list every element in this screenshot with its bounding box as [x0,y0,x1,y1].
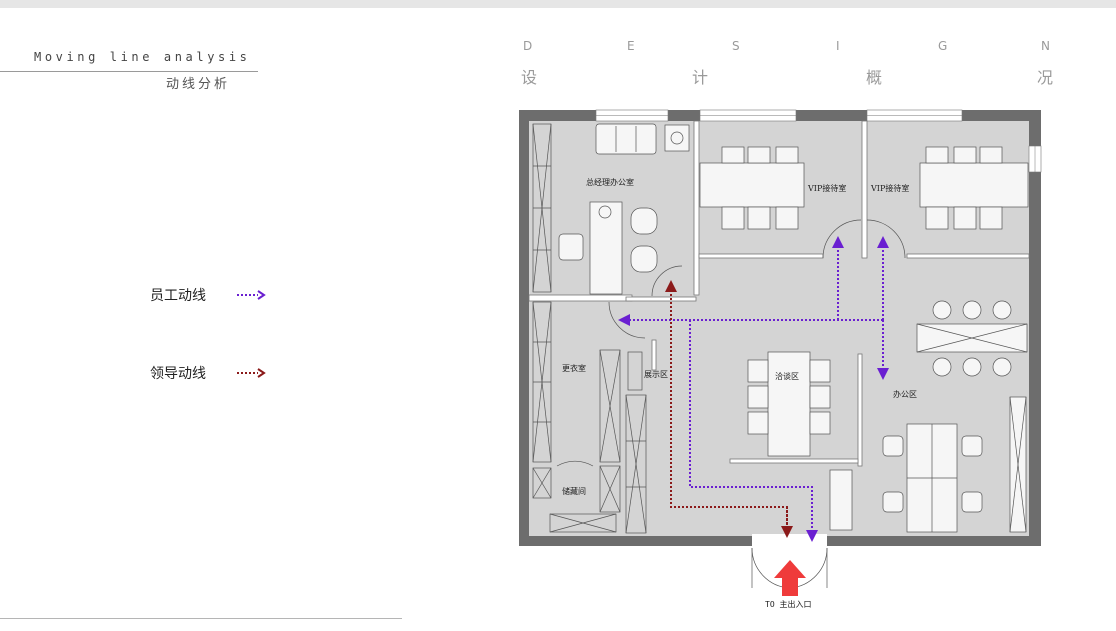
design-char-2: 计 [692,68,709,87]
label-vip-left: VIP接待室 [807,183,846,193]
design-letter-i: I [836,39,840,53]
staff-arrow-icon [237,290,266,300]
title-english: Moving line analysis [34,50,251,64]
label-meeting: 洽谈区 [775,371,799,381]
bottom-divider [0,618,402,619]
design-letter-n: N [1041,39,1050,53]
gm-office-furniture [558,123,690,295]
interior-walls [528,120,1030,467]
left-cabinets [532,123,647,534]
design-char-4: 况 [1037,68,1054,87]
design-letter-e: E [627,39,635,53]
office-furniture [882,300,1028,533]
legend-staff: 员工动线 [150,286,266,304]
label-dressing: 更衣室 [562,363,586,373]
legend-leader-label: 领导动线 [150,366,206,382]
leader-arrow-icon [237,368,266,378]
entrance-arrow-icon [774,560,806,596]
design-letter-d: D [523,39,533,53]
staff-route [618,236,889,542]
vip-left-furniture [699,146,805,230]
leader-route [665,280,793,538]
meeting-furniture [747,351,853,531]
title-chinese: 动线分析 [166,77,231,92]
entrance-caption: TO 主出入口 [765,599,811,609]
label-vip-right: VIP接待室 [870,183,909,193]
title-divider [0,71,258,72]
vip-right-furniture [919,146,1029,230]
legend-staff-label: 员工动线 [150,288,206,304]
design-char-3: 概 [866,68,883,87]
design-letter-g: G [938,39,948,53]
label-office: 办公区 [893,389,917,399]
label-display: 展示区 [644,370,668,379]
top-bar [0,0,1116,8]
label-gm-office: 总经理办公室 [586,177,634,187]
design-letter-s: S [732,39,740,53]
design-char-1: 设 [521,68,538,87]
legend-leader: 领导动线 [150,364,266,382]
label-storage: 储藏间 [562,486,586,496]
